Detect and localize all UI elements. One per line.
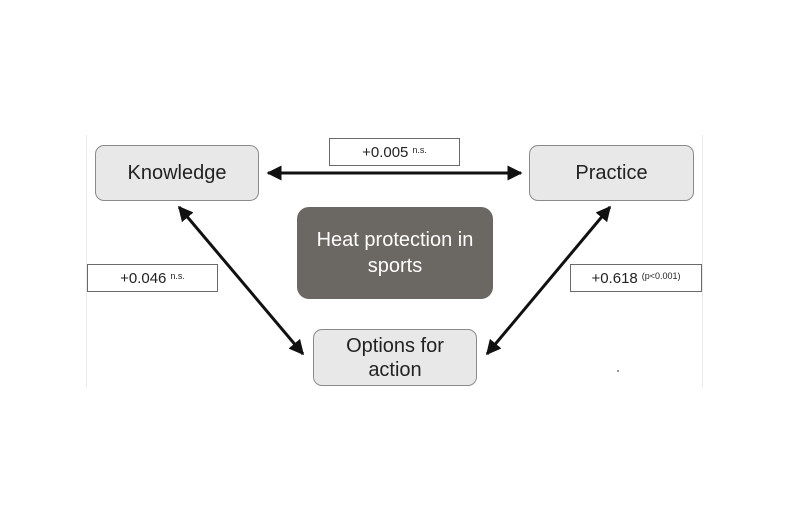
center-topic-box: Heat protection in sports [297, 207, 493, 299]
coefficient-value: +0.046 [120, 269, 167, 287]
arrow-practice-options [485, 205, 612, 356]
coefficient-value: +0.618 [591, 269, 638, 287]
coefficient-value: +0.005 [362, 143, 409, 161]
stray-dot [617, 370, 619, 372]
practice-node: Practice [529, 145, 694, 201]
coefficient-knowledge-options: +0.046 n.s. [87, 264, 218, 292]
practice-label: Practice [575, 162, 648, 184]
coefficient-note: (p<0.001) [641, 271, 681, 281]
arrow-knowledge-options [177, 205, 305, 356]
coefficient-note: n.s. [412, 145, 427, 155]
coefficient-practice-options: +0.618 (p<0.001) [570, 264, 702, 292]
coefficient-knowledge-practice: +0.005 n.s. [329, 138, 460, 166]
options-for-action-node: Options for action [313, 329, 477, 386]
knowledge-node: Knowledge [95, 145, 259, 201]
knowledge-label: Knowledge [127, 162, 227, 184]
center-topic-label: Heat protection in sports [316, 229, 474, 277]
panel-right-edge [702, 135, 703, 387]
coefficient-note: n.s. [170, 271, 185, 281]
panel-left-edge [86, 135, 87, 387]
options-label: Options for action [346, 334, 444, 381]
